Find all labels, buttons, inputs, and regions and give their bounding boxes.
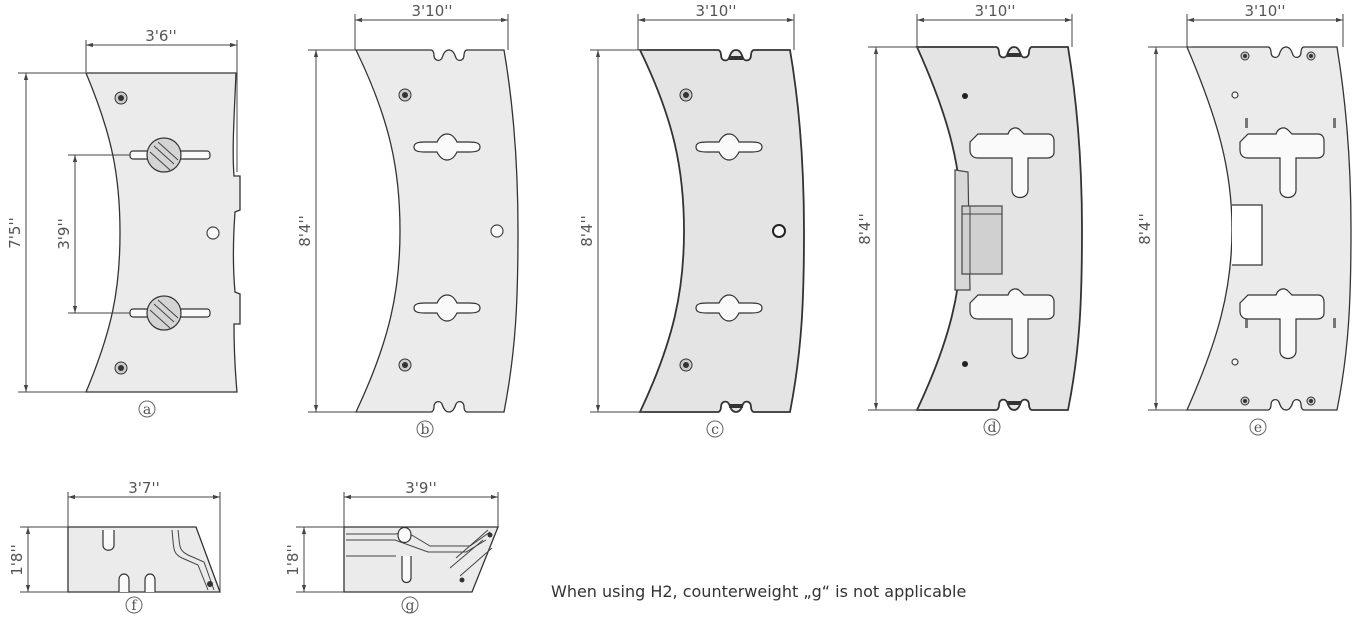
counterweight-e-body: [1186, 46, 1352, 411]
label-d: d: [988, 420, 997, 436]
bolt-a-lower: [129, 295, 211, 331]
dim-e-height: 8'4'': [1136, 213, 1154, 244]
dim-e-width: 3'10'': [1244, 2, 1285, 20]
slot-c-upper: [695, 133, 763, 161]
dim-a-width: 3'6'': [145, 27, 176, 45]
dim-b-width: 3'10'': [411, 2, 452, 20]
counterweight-f: [20, 492, 221, 614]
counterweight-a: [18, 40, 241, 418]
slot-c-lower: [695, 294, 763, 322]
counterweight-b: [308, 14, 519, 438]
counterweight-c: [590, 14, 805, 438]
slot-e-upper: [1239, 127, 1325, 199]
dim-g-height: 1'8'': [284, 544, 302, 575]
bracket-d: [954, 169, 1003, 291]
counterweight-g-body: [343, 526, 499, 593]
slot-d-lower: [969, 288, 1055, 360]
slot-d-upper: [969, 127, 1055, 199]
dim-f-height: 1'8'': [8, 544, 26, 575]
counterweight-d: [868, 14, 1083, 436]
counterweight-g: [296, 492, 499, 614]
dim-g-width: 3'9'': [405, 479, 436, 497]
bolt-a-upper: [129, 137, 211, 173]
note-text: When using H2, counterweight „g“ is not …: [551, 582, 967, 601]
label-g: g: [406, 598, 415, 614]
slot-e-lower: [1239, 288, 1325, 360]
dim-f-width: 3'7'': [128, 479, 159, 497]
label-f: f: [131, 598, 138, 614]
slot-b-lower: [413, 294, 481, 322]
dim-c-width: 3'10'': [695, 2, 736, 20]
label-c: c: [711, 422, 719, 438]
counterweight-e: [1148, 14, 1352, 436]
label-a: a: [143, 402, 151, 418]
dim-d-width: 3'10'': [974, 2, 1015, 20]
dim-a-height: 7'5'': [6, 217, 24, 248]
dim-d-height: 8'4'': [856, 213, 874, 244]
dim-a-inner: 3'9'': [55, 218, 73, 249]
label-e: e: [1254, 420, 1262, 436]
label-b: b: [421, 422, 430, 438]
dim-b-height: 8'4'': [296, 215, 314, 246]
slot-b-upper: [413, 133, 481, 161]
dim-c-height: 8'4'': [578, 215, 596, 246]
